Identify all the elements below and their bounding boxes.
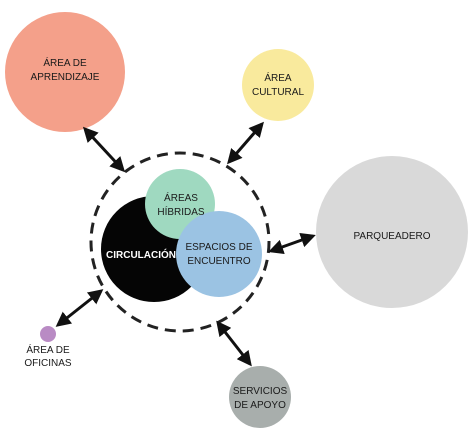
node-servicios-label-2: DE APOYO xyxy=(234,400,286,411)
node-cultural-label-2: CULTURAL xyxy=(252,87,304,98)
node-aprendizaje-circle xyxy=(5,12,125,132)
node-parqueadero-label: PARQUEADERO xyxy=(353,231,430,242)
node-oficinas-circle xyxy=(40,326,56,342)
node-hibridas-label-2: HÍBRIDAS xyxy=(157,205,205,218)
node-aprendizaje-label-2: APRENDIZAJE xyxy=(31,72,100,83)
arrow-parqueadero-center xyxy=(268,232,316,255)
arrow-oficinas-center xyxy=(55,289,104,327)
node-aprendizaje-label-1: ÁREA DE xyxy=(43,56,87,69)
arrow-cultural-center xyxy=(227,121,264,165)
node-circulacion-label: CIRCULACIÓN xyxy=(106,248,176,261)
node-parqueadero-circle xyxy=(316,156,468,308)
arrow-aprendizaje-center xyxy=(82,126,126,173)
node-cultural-label-1: ÁREA xyxy=(264,71,292,84)
node-hibridas-label-1: ÁREAS xyxy=(164,191,198,204)
node-servicios-circle xyxy=(229,366,291,428)
node-cultural-circle xyxy=(242,49,314,121)
node-encuentro-label-1: ESPACIOS DE xyxy=(185,242,252,253)
node-servicios-label-1: SERVICIOS xyxy=(233,386,288,397)
node-oficinas-label-1: ÁREA DE xyxy=(26,343,70,356)
node-encuentro-label-2: ENCUENTRO xyxy=(187,256,251,267)
node-encuentro-circle xyxy=(176,211,262,297)
arrow-servicios-center xyxy=(216,320,252,367)
node-oficinas-label-2: OFICINAS xyxy=(24,358,72,369)
